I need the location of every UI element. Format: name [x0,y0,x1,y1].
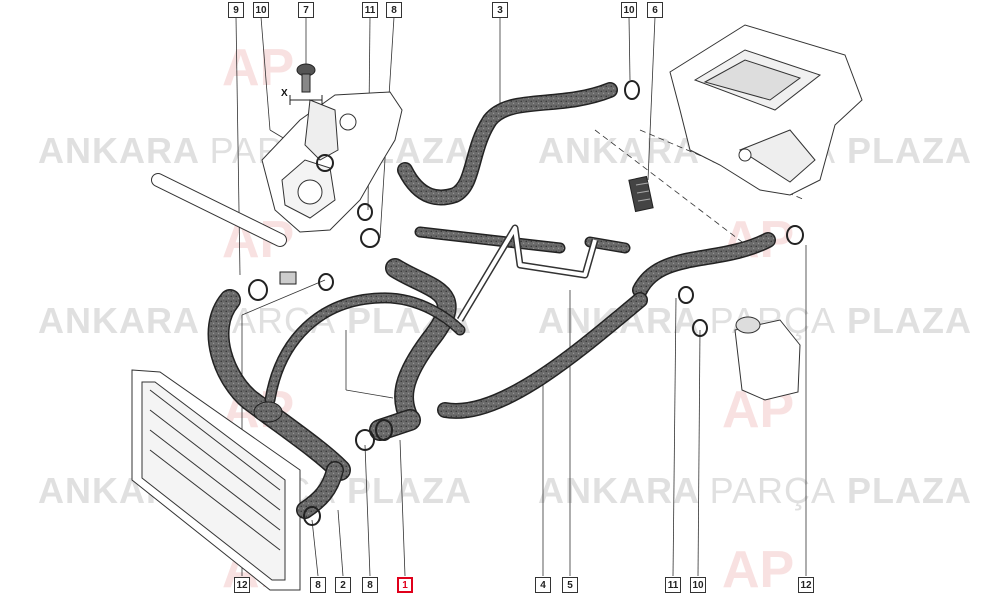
callout-10: 10 [621,2,637,18]
watermark-text: ANKARA PARÇA PLAZA [538,470,973,511]
callout-11: 11 [362,2,378,18]
callout-11: 11 [665,577,681,593]
callout-7: 7 [298,2,314,18]
t-connector [253,271,297,423]
bleed-screw [289,63,323,105]
callout-8: 8 [362,577,378,593]
hose-clamps [248,80,804,526]
callout-8: 8 [310,577,326,593]
connector [628,175,654,213]
callout-9: 9 [228,2,244,18]
watermark-logo: AP [722,541,795,599]
callout-4: 4 [535,577,551,593]
callout-5: 5 [562,577,578,593]
callout-12: 12 [234,577,250,593]
radiator [131,369,301,591]
callout-3: 3 [492,2,508,18]
callout-10: 10 [253,2,269,18]
callout-1-highlighted: 1 [397,577,413,593]
metal-tube [456,224,599,322]
watermark-text: ANKARA PARÇA PLAZA [538,300,973,341]
callout-6: 6 [647,2,663,18]
heater-unit [669,24,863,196]
watermark-logo: AP [222,39,295,97]
callout-10: 10 [690,577,706,593]
hoses [207,82,776,519]
callout-8: 8 [386,2,402,18]
dimension-label: X [281,88,288,99]
expansion-tank [734,316,801,401]
callout-2: 2 [335,577,351,593]
callout-12: 12 [798,577,814,593]
